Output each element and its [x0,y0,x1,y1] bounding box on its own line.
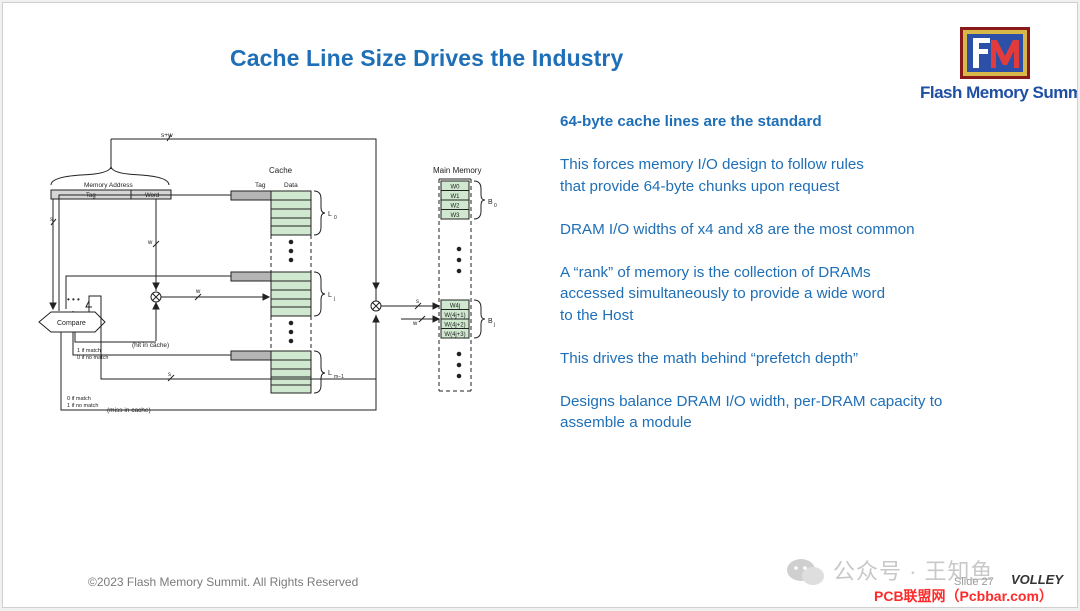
label-lj-sub: j [333,296,335,302]
label-w-word: w [147,240,153,246]
footer-copyright: ©2023 Flash Memory Summit. All Rights Re… [88,575,359,589]
flash-memory-summit-logo [960,27,1030,79]
label-w-mem: w [412,321,418,327]
bullet-2-line-1: This forces memory I/O design to follow … [560,156,864,173]
label-lm: L [328,370,332,377]
volley-logo: VOLLEY [1011,572,1064,587]
label-w-mux: w [195,289,201,295]
label-bj-sub: j [493,322,495,328]
compare-dots: • • • [67,295,80,304]
pcbbar-watermark: PCB联盟网（Pcbbar.com） [874,588,1053,604]
cache-data-lj [270,271,312,317]
slide-number: Slide 27 [954,576,994,588]
word-w4j2: W(4j+2) [444,323,465,329]
logo-letter-m [991,40,1019,68]
bullet-1-line-1: 64-byte cache lines are the standard [560,113,822,130]
bullet-2-line-2: that provide 64-byte chunks upon request [560,177,840,195]
label-match0: 0 if no match [77,355,109,361]
bullet-5: This drives the math behind “prefetch de… [560,348,1030,370]
bullet-3-line-1: DRAM I/O widths of x4 and x8 are the mos… [560,220,915,238]
cache-tag-l0 [230,190,272,201]
label-match1: 1 if match [77,348,101,354]
bullet-6-line-2: assemble a module [560,414,692,431]
label-nomatch0: 0 if match [67,396,91,402]
label-memory-address: Memory Address [84,182,134,189]
label-lj: L [328,292,332,299]
main-memory-block: W0 W1 W2 W3 B 0 W4j W(4j+1) W(4j+2) W(4j… [438,178,497,392]
bullet-5-line-1: This drives the math behind “prefetch de… [560,349,859,367]
cache-tag-lm [230,350,272,361]
bullet-4-line-3: to the Host [560,306,634,324]
slide-title: Cache Line Size Drives the Industry [230,45,624,71]
word-w3: W3 [451,213,461,219]
address-brace [50,165,170,186]
label-cache: Cache [269,166,293,175]
cache-line-lm-1: L m−1 [230,350,344,394]
bullet-list: 64-byte cache lines are the standard Thi… [560,111,1030,455]
cache-data-l0 [270,190,312,236]
memory-select-mux: s w [370,299,441,327]
label-s-mem: s [416,299,419,305]
label-s-plus-w: s+w [161,132,173,139]
label-tag: Tag [86,193,96,199]
label-l0-sub: 0 [334,215,337,221]
address-bus-top: s+w [110,132,380,301]
label-main-memory: Main Memory [433,166,481,175]
bullet-2: This forces memory I/O design to follow … [560,154,1030,197]
label-b0-sub: 0 [494,203,497,209]
label-s-bottom: s [168,372,171,378]
label-compare: Compare [57,320,86,327]
logo-text: Flash Memory Summit [920,83,1078,102]
bullet-6: Designs balance DRAM I/O width, per-DRAM… [560,391,1030,434]
label-l0: L [328,211,332,218]
bullet-4-line-1: A “rank” of memory is the collection of … [560,263,871,281]
wechat-account-text: 公众号 · 王知鱼 [833,559,994,584]
word-w4j3: W(4j+3) [444,332,465,338]
label-b0: B [488,199,493,206]
label-nomatch1: 1 if no match [67,403,99,409]
word-w0: W0 [451,185,461,191]
logo-letter-f [973,38,990,68]
label-cache-tag: Tag [255,182,266,189]
label-hit-in-cache: (hit in cache) [132,342,169,349]
cache-line-lj: L j [230,271,335,317]
cache-data-lm [270,350,312,394]
label-bj: B [488,318,493,325]
label-lm-sub: m−1 [334,374,344,380]
cache-line-l0: L 0 [230,190,337,236]
label-miss-in-cache: (miss in cache) [107,407,151,414]
word-w2: W2 [451,204,461,210]
bullet-6-line-1: Designs balance DRAM I/O width, per-DRAM… [560,392,943,410]
cache-tag-lj [230,271,272,282]
word-select-mux: w [150,289,271,341]
label-word: Word [145,193,159,199]
word-w1: W1 [451,194,461,200]
word-w4j: W4j [450,304,460,310]
bullet-4: A “rank” of memory is the collection of … [560,262,1030,327]
word-w4j1: W(4j+1) [444,313,465,319]
bullet-4-line-2: accessed simultaneously to provide a wid… [560,285,886,302]
wechat-icon [787,559,824,585]
cache-diagram: s+w Memory Address Tag Word s w Cache Ta… [38,132,497,414]
label-cache-data: Data [284,182,298,189]
bullet-3: DRAM I/O widths of x4 and x8 are the mos… [560,219,1030,241]
label-s-tag: s [50,217,53,223]
compare-block: Compare • • • (hit in cache) 1 if match … [38,295,377,414]
bullet-1: 64-byte cache lines are the standard [560,111,1030,133]
